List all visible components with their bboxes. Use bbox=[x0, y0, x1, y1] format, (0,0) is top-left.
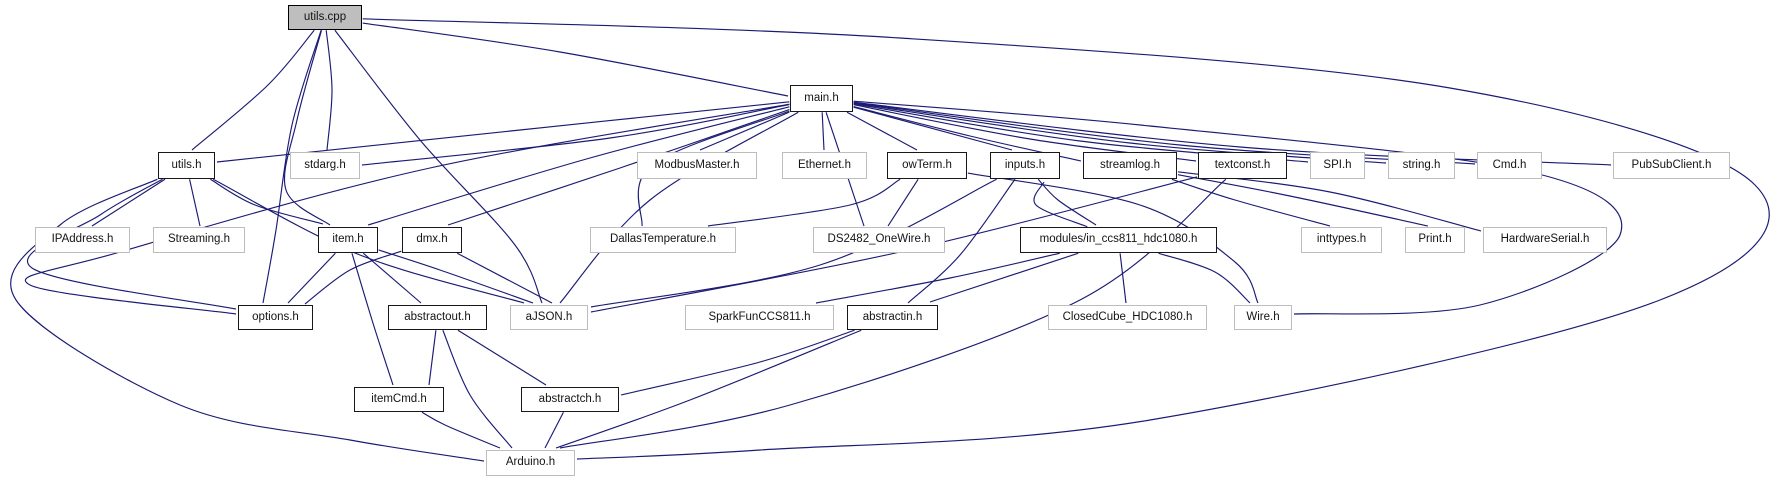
edge-abstractout_h-to-arduino_h bbox=[442, 330, 513, 449]
graph-node-ds2482-onewire-h[interactable]: DS2482_OneWire.h bbox=[813, 227, 945, 253]
edge-item_h-to-abstractout_h bbox=[362, 252, 422, 304]
edge-item_h-to-itemcmd_h bbox=[351, 253, 394, 386]
edge-dmx_h-to-ajson_h bbox=[456, 252, 553, 304]
edge-main_h-to-owterm_h bbox=[846, 111, 918, 151]
edge-streamlog_h-to-inttypes_h bbox=[1171, 178, 1331, 227]
graph-node-item-h[interactable]: item.h bbox=[318, 227, 378, 253]
graph-node-dallastemperature-h[interactable]: DallasTemperature.h bbox=[590, 227, 736, 253]
edge-main_h-to-inputs_h bbox=[853, 106, 1013, 151]
graph-node-print-h[interactable]: Print.h bbox=[1405, 227, 1465, 253]
edge-utils_h-to-ipaddress_h bbox=[91, 178, 166, 227]
graph-node-closedcube-hdc1080-h[interactable]: ClosedCube_HDC1080.h bbox=[1048, 305, 1207, 330]
edge-abstractin_h-to-abstractch_h bbox=[620, 329, 855, 396]
graph-node-dmx-h[interactable]: dmx.h bbox=[402, 227, 462, 253]
graph-node-spi-h[interactable]: SPI.h bbox=[1310, 152, 1365, 179]
edge-item_h-to-options_h bbox=[287, 252, 336, 304]
edge-modules_in_ccs811_hdc1080_h-to-inputs_h bbox=[1033, 181, 1088, 228]
graph-node-streaming-h[interactable]: Streaming.h bbox=[153, 227, 245, 253]
graph-node-modules-in-ccs811-hdc1080-h[interactable]: modules/in_ccs811_hdc1080.h bbox=[1020, 227, 1217, 253]
graph-node-inputs-h[interactable]: inputs.h bbox=[990, 152, 1060, 179]
edge-utils_h-to-item_h bbox=[210, 178, 324, 225]
edge-utils_cpp-to-utils_h bbox=[191, 29, 315, 151]
graph-node-options-h[interactable]: options.h bbox=[238, 305, 313, 330]
graph-node-abstractch-h[interactable]: abstractch.h bbox=[521, 387, 619, 412]
edge-utils_cpp-to-item_h bbox=[283, 30, 331, 226]
graph-node-inttypes-h[interactable]: inttypes.h bbox=[1301, 227, 1382, 253]
edge-utils_cpp-to-main_h bbox=[362, 22, 789, 97]
graph-node-cmd-h[interactable]: Cmd.h bbox=[1477, 152, 1542, 179]
edge-modules_in_ccs811_hdc1080_h-to-wire_h bbox=[1158, 252, 1251, 304]
edge-main_h-to-ajson_h bbox=[559, 111, 799, 304]
graph-node-arduino-h[interactable]: Arduino.h bbox=[486, 450, 575, 476]
graph-node-wire-h[interactable]: Wire.h bbox=[1234, 305, 1292, 330]
graph-node-hardwareserial-h[interactable]: HardwareSerial.h bbox=[1483, 227, 1607, 253]
edge-itemcmd_h-to-arduino_h bbox=[421, 411, 501, 449]
edge-item_h-to-ajson_h bbox=[378, 249, 534, 304]
graph-node-pubsubclient-h[interactable]: PubSubClient.h bbox=[1613, 152, 1730, 179]
edge-utils_cpp-to-ajson_h bbox=[334, 29, 543, 304]
graph-node-modbusmaster-h[interactable]: ModbusMaster.h bbox=[637, 152, 757, 179]
edge-abstractout_h-to-abstractch_h bbox=[457, 329, 547, 386]
graph-node-ethernet-h[interactable]: Ethernet.h bbox=[782, 152, 867, 179]
edge-modules_in_ccs811_hdc1080_h-to-closedcube_hdc1080_h bbox=[1119, 253, 1127, 304]
graph-node-stdarg-h[interactable]: stdarg.h bbox=[290, 152, 360, 179]
edge-owterm_h-to-ds2482_onewire_h bbox=[887, 178, 919, 227]
graph-node-main-h[interactable]: main.h bbox=[790, 85, 853, 112]
edge-abstractch_h-to-arduino_h bbox=[544, 411, 564, 449]
edge-utils_h-to-streaming_h bbox=[189, 179, 201, 227]
graph-node-ipaddress-h[interactable]: IPAddress.h bbox=[35, 227, 130, 253]
edge-main_h-to-options_h bbox=[24, 103, 790, 315]
edge-owterm_h-to-dallastemperature_h bbox=[707, 178, 901, 227]
graph-node-string-h[interactable]: string.h bbox=[1388, 152, 1455, 179]
edge-streamlog_h-to-print_h bbox=[1177, 174, 1429, 227]
graph-node-owterm-h[interactable]: owTerm.h bbox=[887, 152, 967, 179]
graph-node-abstractout-h[interactable]: abstractout.h bbox=[388, 305, 487, 330]
graph-node-itemcmd-h[interactable]: itemCmd.h bbox=[354, 387, 444, 412]
edge-main_h-to-ethernet_h bbox=[821, 112, 825, 151]
graph-node-streamlog-h[interactable]: streamlog.h bbox=[1083, 152, 1177, 179]
edge-main_h-to-wire_h bbox=[853, 100, 1623, 315]
edge-utils_cpp-to-stdarg_h bbox=[325, 30, 333, 151]
edge-streamlog_h-to-hardwareserial_h bbox=[1177, 171, 1482, 232]
edge-main_h-to-modbusmaster_h bbox=[699, 111, 790, 151]
edge-modules_in_ccs811_hdc1080_h-to-abstractin_h bbox=[929, 252, 1079, 303]
graph-node-ajson-h[interactable]: aJSON.h bbox=[510, 305, 588, 330]
edge-modules_in_ccs811_hdc1080_h-to-sparkfunccs811_h bbox=[815, 252, 1060, 304]
graph-node-utils-h[interactable]: utils.h bbox=[158, 152, 215, 179]
graph-node-utils-cpp: utils.cpp bbox=[288, 5, 362, 30]
graph-node-sparkfunccs811-h[interactable]: SparkFunCCS811.h bbox=[685, 305, 834, 330]
edge-abstractout_h-to-itemcmd_h bbox=[428, 330, 437, 386]
edge-inputs_h-to-modules_in_ccs811_hdc1080_h bbox=[1037, 178, 1097, 226]
graph-node-abstractin-h[interactable]: abstractin.h bbox=[847, 305, 938, 330]
graph-node-textconst-h[interactable]: textconst.h bbox=[1198, 152, 1287, 179]
edge-dmx_h-to-options_h bbox=[304, 250, 402, 305]
